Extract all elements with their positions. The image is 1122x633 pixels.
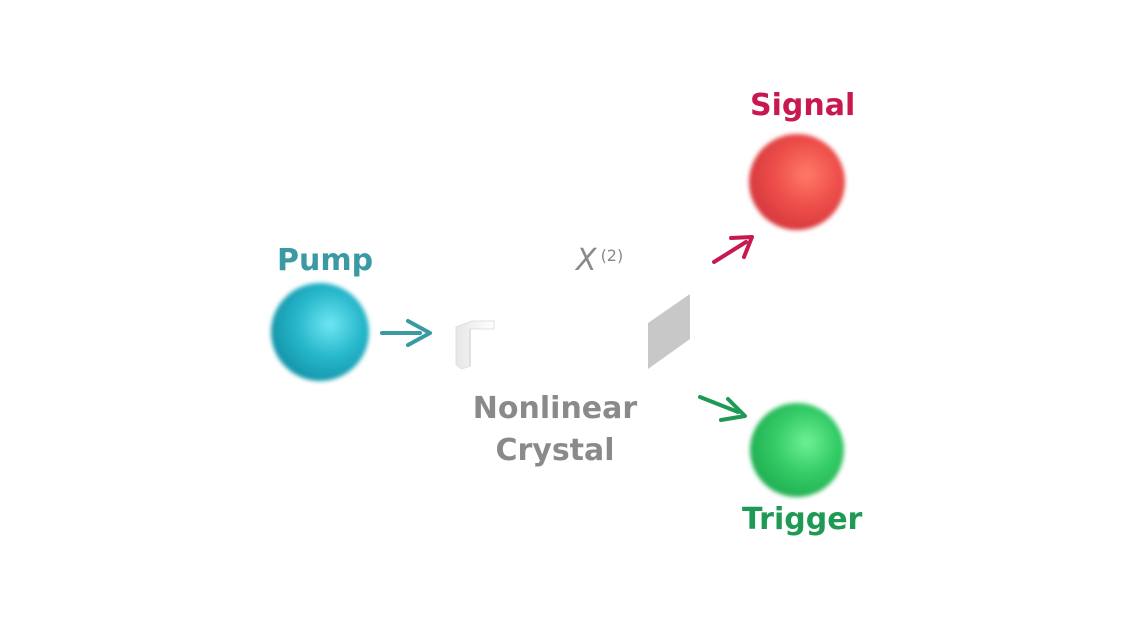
crystal-face [648, 294, 690, 369]
signal-particle [749, 134, 845, 230]
crystal-label-line1: Nonlinear [472, 391, 638, 426]
crystal-label-line2: Crystal [495, 433, 615, 468]
pump-label: Pump [277, 243, 374, 278]
crystal-label: Nonlinear Crystal [470, 388, 640, 472]
nonlinear-crystal [455, 294, 690, 370]
trigger-particle [750, 403, 844, 497]
signal-arrow [712, 235, 754, 264]
pump-particle [271, 283, 369, 381]
chi-two-label: X(2) [576, 246, 623, 276]
signal-label: Signal [750, 88, 856, 123]
pump-arrow [380, 319, 432, 347]
trigger-arrow [698, 395, 747, 422]
trigger-label: Trigger [742, 502, 863, 537]
chi-symbol: X [576, 243, 597, 278]
chi-order: (2) [600, 246, 624, 265]
